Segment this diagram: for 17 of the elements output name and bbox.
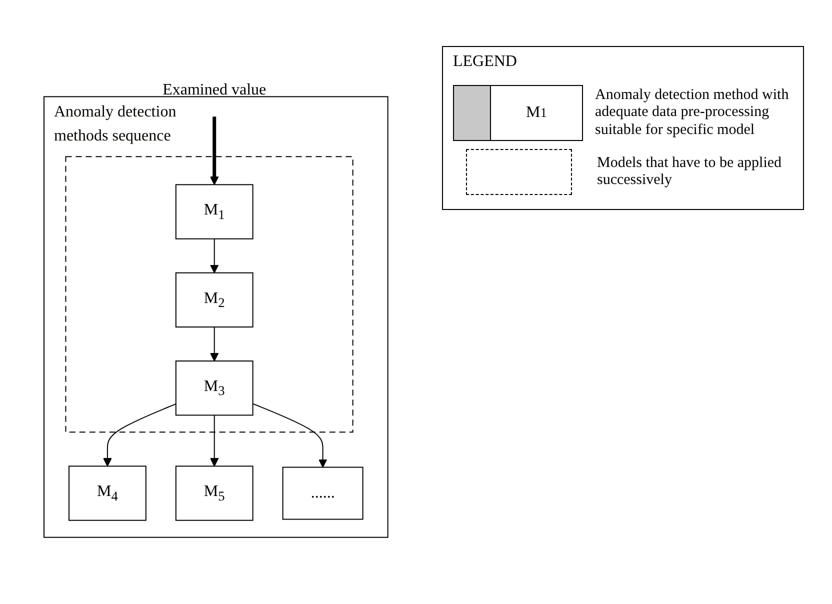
node-box: ...... xyxy=(282,466,364,520)
legend-text: Models that have to be applied successively xyxy=(597,154,783,190)
arrow xyxy=(210,238,219,274)
node-box: M$_{1}$ xyxy=(176,184,254,240)
node-box: M$_{5}$ xyxy=(176,466,254,521)
cluster xyxy=(65,156,354,433)
node-box: M$_{2}$ xyxy=(176,272,254,328)
node-text: Examined value xyxy=(162,82,266,99)
arrow xyxy=(252,403,328,468)
node-box: M$_{4}$ xyxy=(68,466,146,521)
arrow xyxy=(210,414,219,467)
arrow xyxy=(103,403,176,467)
arrow xyxy=(210,326,219,362)
legend-text: Anomaly detection method with adequate data pre-processing suitable for specific model xyxy=(595,87,790,139)
node-box: M$_{3}$ xyxy=(176,360,254,416)
arrow xyxy=(210,116,219,186)
legend-title: LEGEND xyxy=(453,53,517,71)
